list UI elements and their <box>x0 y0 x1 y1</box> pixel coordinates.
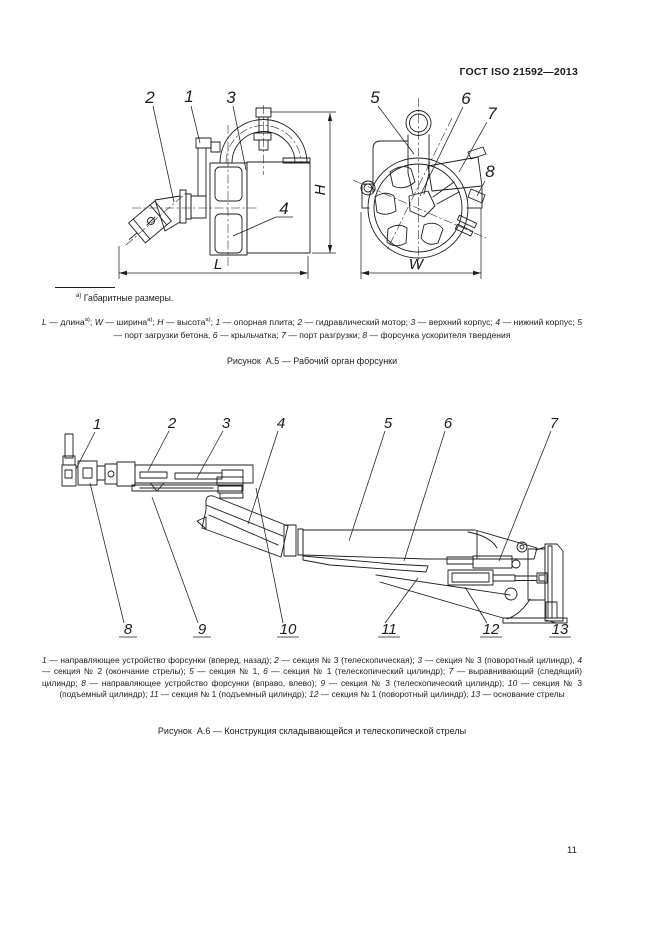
callout-9: 9 <box>198 621 207 638</box>
figure-a5-side-view: H L 2 1 3 4 <box>118 87 336 279</box>
dim-label-H: H <box>312 184 329 195</box>
figure-a6-drawing: 1 2 3 4 5 6 7 8 9 10 11 12 13 <box>61 415 571 638</box>
figure-a6-legend: 1 — направляющее устройство форсунки (вп… <box>42 655 583 700</box>
dim-label-W: W <box>409 256 425 273</box>
callout-2: 2 <box>167 415 177 432</box>
callout-3: 3 <box>222 415 231 432</box>
centerlines-front <box>352 98 487 270</box>
callout-8: 8 <box>124 621 133 638</box>
callout-5: 5 <box>370 88 380 107</box>
figure-a5-drawing: H L 2 1 3 4 <box>118 87 497 279</box>
boom-assembly: 1 2 3 4 5 6 7 8 9 10 11 12 13 <box>61 415 571 638</box>
callout-4: 4 <box>277 415 285 432</box>
dim-label-L: L <box>214 256 222 273</box>
callout-leaders-boom <box>75 430 571 638</box>
callout-6: 6 <box>444 415 453 432</box>
figure-a6-caption: Рисунок А.6 — Конструкция складывающейся… <box>157 726 467 736</box>
dimension-width: W <box>360 208 482 279</box>
callout-1: 1 <box>93 416 101 433</box>
footnote-rule <box>55 287 115 288</box>
callout-7: 7 <box>550 415 559 432</box>
callout-11: 11 <box>381 621 397 638</box>
callout-4: 4 <box>279 199 288 218</box>
callout-2: 2 <box>144 88 155 107</box>
footnote: а) Габаритные размеры. <box>76 293 174 303</box>
callout-1: 1 <box>184 87 193 106</box>
callout-10: 10 <box>280 621 297 638</box>
callout-leaders-side <box>152 105 293 237</box>
page-header: ГОСТ ISO 21592—2013 <box>459 66 578 78</box>
callout-7: 7 <box>487 104 497 123</box>
dimension-height: H <box>270 111 336 254</box>
bolt-detail <box>454 214 478 237</box>
callout-6: 6 <box>461 89 471 108</box>
figure-a5-caption: Рисунок А.5 — Рабочий орган форсунки <box>226 356 398 366</box>
figure-a5-legend: L — длинаа); W — ширинаа); Н — высотаа);… <box>42 317 583 340</box>
dimension-length: L <box>118 246 309 279</box>
figure-a5-front-view: W 5 6 7 8 <box>352 88 497 279</box>
callout-leaders-front <box>377 105 488 197</box>
centerlines <box>125 105 302 268</box>
callout-3: 3 <box>226 88 236 107</box>
callout-12: 12 <box>483 621 500 638</box>
callout-8: 8 <box>485 162 495 181</box>
callout-13: 13 <box>552 621 569 638</box>
accelerator-nozzle-shape <box>128 200 172 244</box>
callout-5: 5 <box>384 415 393 432</box>
page-number: 11 <box>567 845 577 856</box>
